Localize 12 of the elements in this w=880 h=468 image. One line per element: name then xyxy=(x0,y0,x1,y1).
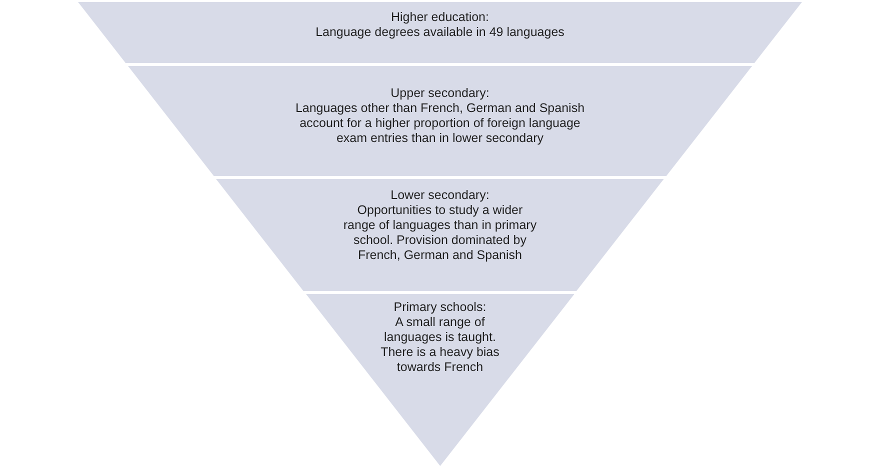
pyramid-tip xyxy=(306,294,574,466)
band-description: Languages other than French, German and Spanish account for a higher proportion of foreign language exam entries than in lower secondary xyxy=(294,101,586,146)
pyramid-band xyxy=(216,179,664,291)
pyramid-band xyxy=(78,2,802,63)
pyramid-band xyxy=(128,66,752,176)
band-heading: Higher education: xyxy=(390,10,490,25)
band-heading: Upper secondary: xyxy=(390,86,490,101)
band-heading: Lower secondary: xyxy=(390,188,490,203)
band-description: Opportunities to study a wider range of languages than in primary school. Provision dominated by French, German and Spanish xyxy=(342,203,538,263)
band-heading: Primary schools: xyxy=(392,300,488,315)
band-description: Language degrees available in 49 languages xyxy=(314,25,566,40)
band-description: A small range of languages is taught. There is a heavy bias towards French xyxy=(380,315,500,375)
